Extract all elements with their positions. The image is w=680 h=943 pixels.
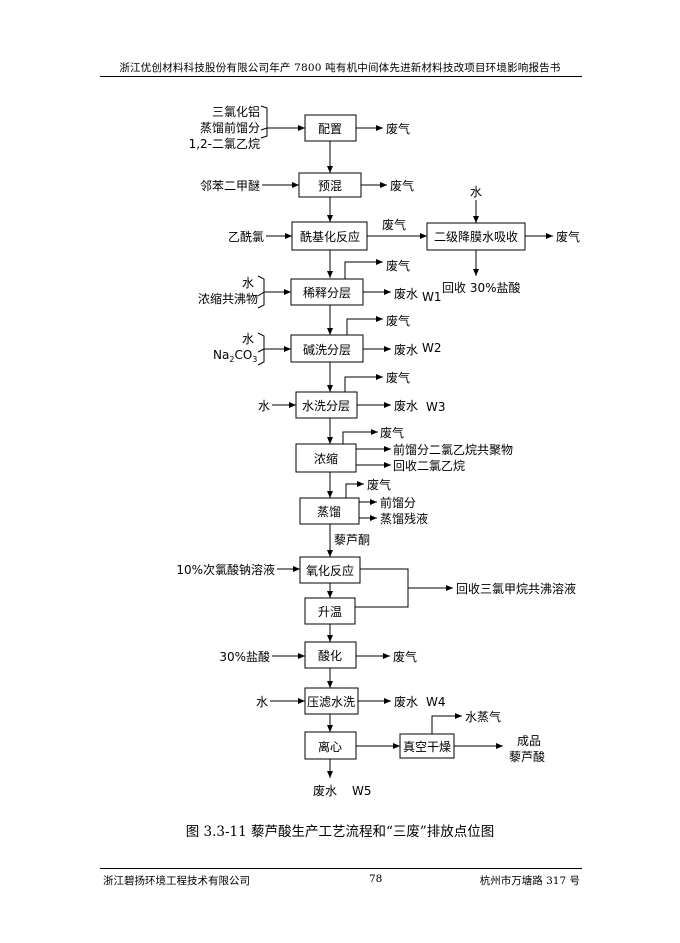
step-label: 水洗分层: [302, 399, 350, 413]
output-label: 废气: [386, 121, 410, 136]
input-label: 蒸馏前馏分: [200, 120, 260, 135]
output-label: 废气: [367, 477, 391, 492]
output-label: 废水: [394, 342, 418, 357]
footer-page-number: 78: [369, 873, 383, 885]
step-box-shuixi: [295, 391, 358, 419]
output-label: 回收 30%盐酸: [442, 280, 521, 295]
step-label: 氧化反应: [306, 563, 354, 578]
output-label: W5: [352, 784, 372, 798]
input-label: 乙酰氯: [228, 230, 264, 244]
output-label: 废气: [556, 229, 580, 244]
step-box-suanhua: [304, 641, 357, 669]
step-label: 真空干燥: [403, 740, 451, 754]
input-label: 10%次氯酸钠溶液: [176, 562, 275, 577]
footer-company: 浙江碧扬环境工程技术有限公司: [103, 875, 250, 887]
output-label: 蒸馏残液: [380, 511, 428, 526]
step-label: 离心: [318, 739, 342, 754]
step-label: 蒸馏: [317, 505, 341, 519]
input-label: 水: [470, 185, 482, 199]
page-header: 浙江优创材料科技股份有限公司年产 7800 吨有机中间体先进新材料技改项目环境影…: [119, 62, 561, 74]
step-box-zhengliu: [299, 497, 360, 525]
output-label: 水蒸气: [465, 709, 501, 724]
step-box-yuhun: [298, 172, 362, 198]
input-brace: [257, 349, 265, 366]
output-label: 废气: [390, 178, 414, 193]
step-label: 预混: [318, 179, 342, 193]
flow-arrow: [345, 481, 364, 498]
footer-rule: [100, 868, 582, 869]
output-label: 藜芦酸: [509, 749, 545, 764]
output-label: 废气: [393, 649, 417, 664]
input-label: 水: [256, 695, 268, 709]
output-label: 回收三氯甲烷共沸溶液: [456, 581, 576, 596]
step-label: 酰基化反应: [300, 229, 360, 244]
step-box-jianxi: [290, 334, 364, 363]
step-label: 酸化: [318, 648, 342, 663]
flow-arrow: [344, 374, 383, 392]
figure-caption: 图 3.3-11 藜芦酸生产工艺流程和“三废”排放点位图: [185, 824, 495, 840]
step-box-peizhi: [304, 114, 357, 142]
step-label: 配置: [318, 122, 342, 136]
input-brace: [257, 332, 265, 353]
output-label: 废气: [386, 258, 410, 273]
input-label: 1,2-二氯乙烷: [189, 137, 260, 151]
input-label: 水: [242, 276, 254, 290]
output-label: 成品: [517, 734, 541, 748]
step-label: 压滤水洗: [307, 695, 355, 709]
recovery-bracket: [355, 568, 409, 608]
input-brace: [257, 275, 265, 297]
output-label: W2: [422, 341, 442, 355]
output-label: 废气: [386, 313, 410, 328]
input-label: 水: [258, 399, 270, 413]
step-label: 碱洗分层: [303, 343, 351, 357]
output-label: 回收二氯乙烷: [393, 459, 465, 473]
output-label: W4: [426, 695, 446, 709]
input-label: 30%盐酸: [219, 649, 270, 664]
flow-arrow: [342, 429, 378, 444]
output-label: W1: [422, 290, 442, 304]
flow-arrow: [344, 259, 383, 279]
input-label: 水: [242, 332, 254, 346]
output-label: 废水: [394, 694, 418, 709]
input-label: 三氯化铝: [212, 104, 260, 119]
output-label: 废水: [313, 783, 337, 798]
output-label: 废气: [382, 217, 406, 232]
input-label: 浓缩共沸物: [198, 291, 258, 306]
intermediate-label: 藜芦酮: [334, 533, 370, 547]
flow-arrow: [346, 316, 383, 335]
output-label: 废气: [386, 370, 410, 385]
header-rule: [100, 76, 582, 77]
output-label: W3: [426, 400, 446, 414]
step-label: 稀释分层: [303, 286, 351, 300]
input-brace: [260, 128, 268, 139]
input-brace: [257, 292, 265, 309]
output-label: 废水: [394, 398, 418, 413]
output-label: 前馏分: [380, 495, 416, 510]
step-label: 升温: [318, 605, 342, 619]
flow-arrow: [431, 713, 462, 734]
output-label: 废水: [394, 286, 418, 301]
input-label: 邻苯二甲醚: [200, 179, 260, 193]
output-label: 前馏分二氯乙烷共聚物: [393, 442, 513, 457]
step-label: 二级降膜水吸收: [434, 230, 518, 244]
step-box-shengwen: [304, 597, 356, 625]
output-label: 废气: [380, 425, 404, 440]
input-label: Na2CO3: [213, 348, 257, 364]
step-label: 浓缩: [314, 451, 338, 466]
step-box-yalv: [304, 687, 359, 715]
input-brace: [260, 105, 268, 131]
step-box-nongsuo: [295, 443, 357, 473]
step-box-yanghua: [299, 556, 361, 584]
footer-address: 杭州市万塘路 317 号: [479, 875, 580, 887]
step-box-xianji: [291, 221, 368, 251]
step-box-xishou: [426, 222, 526, 251]
step-box-zhenkong: [399, 733, 455, 759]
step-box-xishi: [290, 278, 364, 306]
